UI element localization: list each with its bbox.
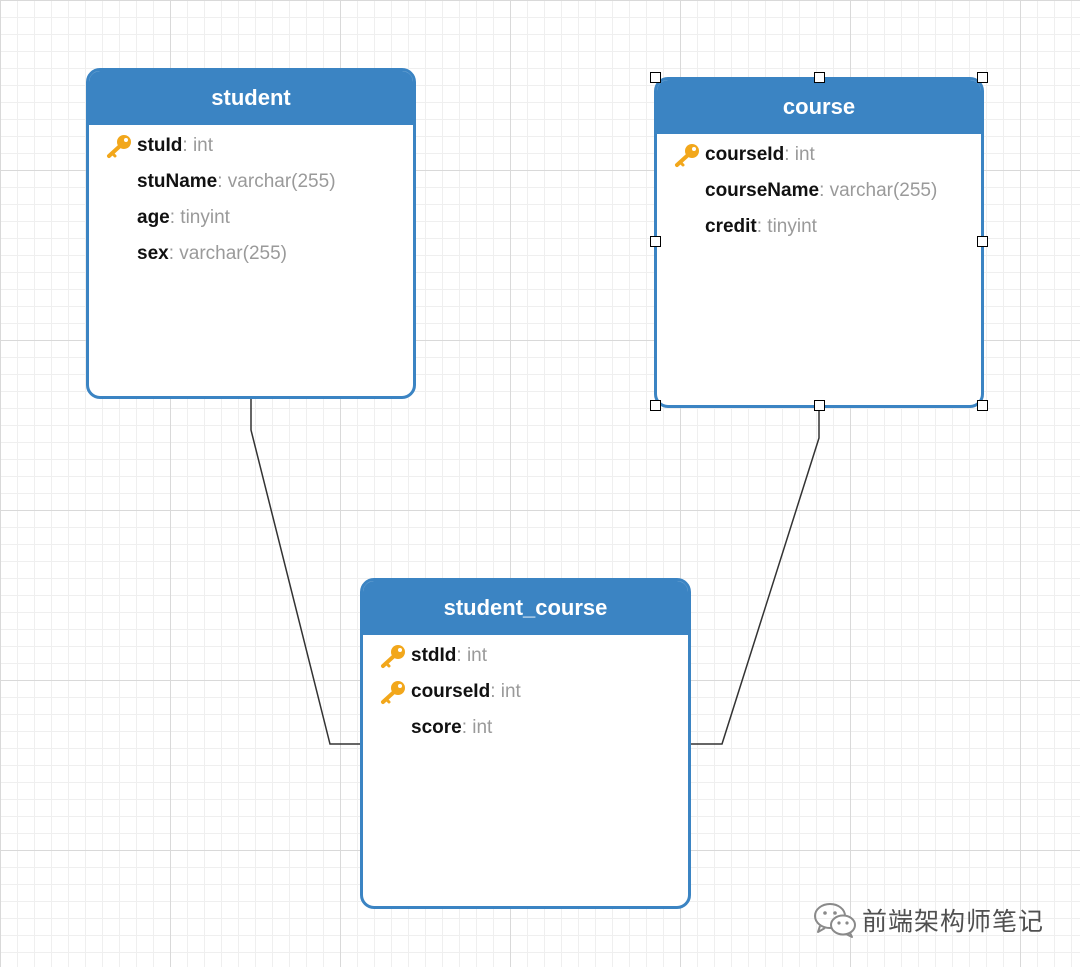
field-row[interactable]: age: tinyint [89, 200, 413, 236]
field-list: stdId: int courseId: int score: int [363, 635, 688, 746]
field-name: score [411, 717, 462, 738]
field-name: sex [137, 243, 169, 264]
relationship-course-student-course[interactable] [689, 406, 820, 745]
primary-key-icon [107, 135, 131, 158]
field-name: credit [705, 216, 757, 237]
relationship-student-student-course[interactable] [250, 397, 361, 745]
resize-handle-se[interactable] [977, 400, 988, 411]
field-row[interactable]: sex: varchar(255) [89, 236, 413, 272]
field-type: : tinyint [169, 207, 230, 228]
watermark-text: 前端架构师笔记 [862, 908, 1045, 936]
field-type: : varchar(255) [217, 171, 336, 192]
resize-handle-w[interactable] [650, 236, 661, 247]
resize-handle-n[interactable] [814, 72, 825, 83]
field-row[interactable]: credit: tinyint [657, 209, 981, 245]
field-row[interactable]: stuName: varchar(255) [89, 164, 413, 200]
resize-handle-nw[interactable] [650, 72, 661, 83]
field-type: : varchar(255) [168, 243, 287, 264]
wechat-icon [814, 903, 856, 938]
field-list: stuId: int stuName: varchar(255) age: ti… [89, 125, 413, 272]
resize-handle-ne[interactable] [977, 72, 988, 83]
field-row[interactable]: courseName: varchar(255) [657, 173, 981, 209]
field-type: : int [456, 645, 488, 666]
resize-handle-s[interactable] [814, 400, 825, 411]
field-list: courseId: int courseName: varchar(255) c… [657, 134, 981, 245]
field-name: age [137, 207, 170, 228]
entity-title: course [657, 80, 981, 134]
entity-title: student [89, 71, 413, 125]
primary-key-icon [381, 645, 405, 668]
field-type: : varchar(255) [819, 180, 938, 201]
field-name: courseId [705, 144, 785, 165]
field-name: stdId [411, 645, 457, 666]
watermark: 前端架构师笔记 [812, 898, 1044, 942]
field-type: : int [182, 135, 214, 156]
field-name: stuName [137, 171, 218, 192]
entity-title: student_course [363, 581, 688, 635]
field-name: courseName [705, 180, 820, 201]
field-row[interactable]: stdId: int [363, 638, 688, 674]
field-type: : int [784, 144, 815, 165]
entity-student[interactable]: student stuId: int stuName: varchar(255)… [86, 68, 416, 399]
field-row[interactable]: courseId: int [363, 674, 688, 710]
field-type: : int [490, 681, 521, 702]
field-type: : tinyint [756, 216, 817, 237]
field-name: stuId [137, 135, 183, 156]
field-name: courseId [411, 681, 491, 702]
resize-handle-e[interactable] [977, 236, 988, 247]
entity-student-course[interactable]: student_course stdId: int courseId: int … [360, 578, 691, 909]
resize-handle-sw[interactable] [650, 400, 661, 411]
field-row[interactable]: score: int [363, 710, 688, 746]
entity-course[interactable]: course courseId: int courseName: varchar… [654, 77, 984, 408]
primary-key-icon [381, 681, 405, 704]
field-row[interactable]: courseId: int [657, 137, 981, 173]
field-row[interactable]: stuId: int [89, 128, 413, 164]
field-type: : int [461, 717, 493, 738]
primary-key-icon [675, 144, 699, 167]
